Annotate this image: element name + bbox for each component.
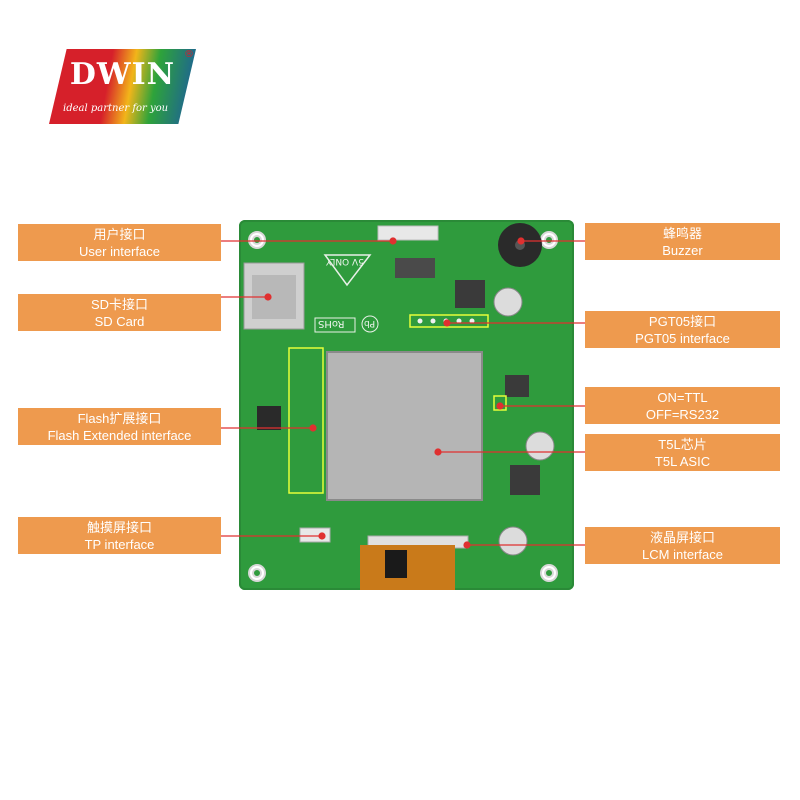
silk-rohs: RoHS	[318, 318, 345, 329]
silk-pb: Pb	[364, 318, 376, 328]
dwin-logo: DWIN ® ideal partner for you	[49, 49, 196, 124]
t5l-chip	[326, 351, 483, 501]
tp-connector	[299, 527, 331, 543]
callout-flash-cn: Flash扩展接口	[77, 410, 162, 426]
logo-background	[49, 49, 196, 124]
silk-5v-only: 5V ONLY	[326, 256, 364, 266]
uart-jumper	[493, 395, 507, 411]
callout-uart-mode-line2: OFF=RS232	[645, 406, 720, 422]
logo-brand: DWIN	[69, 57, 176, 92]
logo-registered-mark: ®	[184, 49, 194, 60]
callout-lcm-cn: 液晶屏接口	[649, 529, 715, 545]
callout-lcm: 液晶屏接口 LCM interface	[585, 527, 780, 564]
callout-asic: T5L芯片 T5L ASIC	[585, 434, 780, 471]
callout-tp-en: TP interface	[84, 536, 155, 552]
lcm-fpc	[360, 545, 455, 590]
callout-asic-cn: T5L芯片	[658, 436, 707, 452]
callout-uart-mode: ON=TTL OFF=RS232	[585, 387, 780, 424]
callout-uart-mode-line1: ON=TTL	[657, 389, 708, 405]
callout-lcm-en: LCM interface	[642, 546, 723, 562]
callout-user-interface-en: User interface	[79, 243, 160, 259]
callout-user-interface: 用户接口 User interface	[18, 224, 221, 261]
callout-asic-en: T5L ASIC	[654, 453, 711, 469]
callout-pgt05: PGT05接口 PGT05 interface	[585, 311, 780, 348]
user-connector	[377, 225, 439, 241]
callout-sd-card-en: SD Card	[94, 313, 145, 329]
callout-tp-cn: 触摸屏接口	[86, 519, 152, 535]
callout-tp: 触摸屏接口 TP interface	[18, 517, 221, 554]
callout-sd-card: SD卡接口 SD Card	[18, 294, 221, 331]
callout-buzzer: 蜂鸣器 Buzzer	[585, 223, 780, 260]
flash-area	[288, 347, 324, 494]
callout-pgt05-cn: PGT05接口	[648, 313, 717, 329]
pgt05-header	[409, 314, 489, 328]
logo-tagline: ideal partner for you	[63, 103, 169, 114]
mounting-holes	[248, 231, 558, 582]
callout-buzzer-cn: 蜂鸣器	[662, 225, 702, 241]
callout-flash: Flash扩展接口 Flash Extended interface	[18, 408, 221, 445]
callout-flash-en: Flash Extended interface	[47, 427, 192, 443]
leader-lines	[221, 237, 585, 549]
callout-sd-card-cn: SD卡接口	[90, 296, 149, 312]
callout-buzzer-en: Buzzer	[662, 242, 703, 258]
callout-pgt05-en: PGT05 interface	[635, 330, 730, 346]
callout-user-interface-cn: 用户接口	[93, 226, 146, 242]
